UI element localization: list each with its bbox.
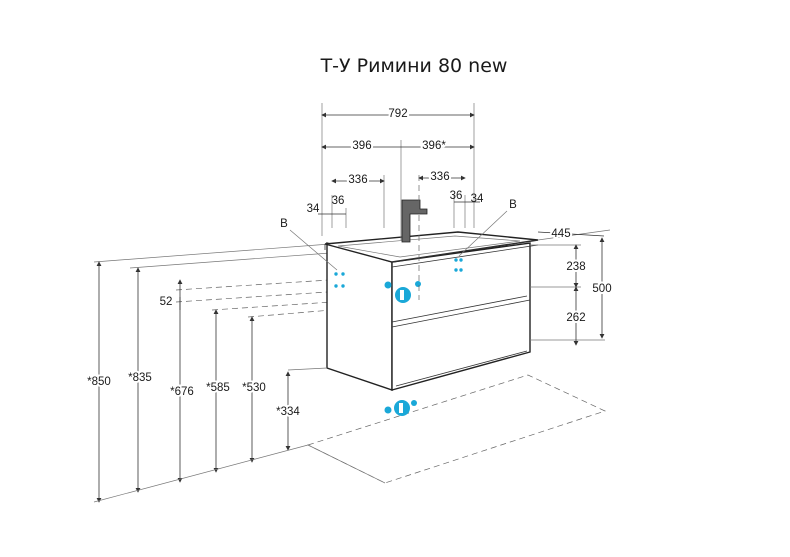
label-b-left: B [280,218,288,230]
label-b-right: B [509,199,517,211]
wall-dash-2 [175,287,389,303]
dim-34-right: 34 [471,193,484,205]
dim-676: *676 [170,386,194,398]
drawer-split-top [391,295,528,323]
leader-b-right [458,210,508,257]
leader-b-left [289,229,338,271]
dim-36-right: 36 [450,190,463,202]
dim-34-left: 34 [307,203,320,215]
cabinet-front [391,242,531,391]
wall-line-2 [129,252,331,269]
outlet-dots-right [454,258,463,272]
dim-334: *334 [276,406,300,418]
dim-line-445 [537,231,605,237]
dim-445: 445 [551,228,570,240]
dim-36-left: 36 [332,195,345,207]
dim-238: 238 [566,261,585,273]
floor-drain-icon [384,400,417,416]
outlet-dots-left [334,272,345,288]
floor-front-line [93,444,309,503]
dim-262: 262 [566,312,585,324]
dim-585: *585 [206,382,230,394]
countertop-front-edge [391,239,539,263]
floor-edge-left [307,444,386,484]
drawer-split [391,299,531,328]
dim-396-right: 396* [422,140,446,152]
dim-500: 500 [592,283,611,295]
dim-336-right: 336 [430,171,449,183]
dim-850: *850 [87,376,111,388]
wall-top-line [93,243,331,263]
drawing-title: Т-У Римини 80 new [320,55,508,77]
wall-dash-1 [175,275,391,291]
cabinet-side [326,242,393,391]
dim-792: 792 [388,108,407,120]
wall-drain-icon [384,281,421,303]
dim-530: *530 [242,382,266,394]
countertop-front-edge-2 [391,244,539,268]
faucet-icon [401,199,428,243]
basin-rim [337,235,521,258]
dim-396-left: 396 [352,140,371,152]
dim-835: *835 [128,372,152,384]
dim-336-left: 336 [348,174,367,186]
dim-52: 52 [160,296,173,308]
drawer-bottom-edge [395,350,528,387]
